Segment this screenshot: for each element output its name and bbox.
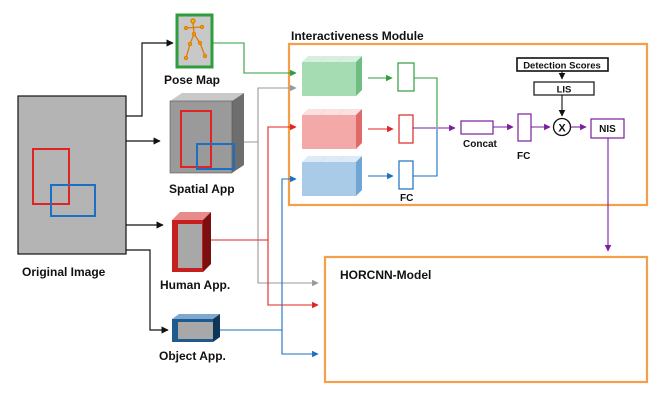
pose-fc-layer xyxy=(397,62,415,92)
multiply-node xyxy=(552,117,572,137)
interactiveness-module-title: Interactiveness Module xyxy=(291,29,424,43)
object-fc-layer xyxy=(398,160,414,190)
original-image xyxy=(17,95,127,255)
pose-map xyxy=(175,13,214,69)
nis-label: NIS xyxy=(599,124,616,135)
human-conv-blocks xyxy=(302,109,362,149)
fc-layer xyxy=(517,113,532,142)
spatial-object-map xyxy=(196,143,235,170)
human-fc-layer xyxy=(398,114,414,144)
input-flows xyxy=(211,42,319,358)
spatial-app-label: Spatial App xyxy=(169,182,235,196)
object-app-label: Object App. xyxy=(159,349,226,363)
fc-small-label: FC xyxy=(400,193,413,204)
original-image-label: Original Image xyxy=(22,265,106,279)
concat-layer xyxy=(460,120,494,135)
object-conv-blocks xyxy=(302,156,362,196)
multiply-label: X xyxy=(558,123,566,135)
human-app-box xyxy=(172,212,211,272)
lis-box xyxy=(533,81,595,96)
conv-to-fc-arrows xyxy=(368,74,394,180)
object-bbox xyxy=(50,184,96,217)
object-app-box xyxy=(172,314,220,342)
interactiveness-module xyxy=(287,42,649,207)
fc-main-label: FC xyxy=(517,151,530,162)
horcnn-model-title: HORCNN-Model xyxy=(340,268,431,282)
human-app-label: Human App. xyxy=(160,278,230,292)
detection-scores-label: Detection Scores xyxy=(523,61,601,72)
pose-conv-blocks xyxy=(302,56,362,96)
pose-map-label: Pose Map xyxy=(164,73,220,87)
merge-flows xyxy=(413,77,456,177)
horcnn-model-box xyxy=(323,255,649,384)
lis-label: LIS xyxy=(557,85,572,96)
spatial-app-box xyxy=(169,93,244,174)
skeleton-icon xyxy=(183,18,208,61)
branch-arrows xyxy=(126,39,174,334)
concat-label: Concat xyxy=(463,139,498,150)
